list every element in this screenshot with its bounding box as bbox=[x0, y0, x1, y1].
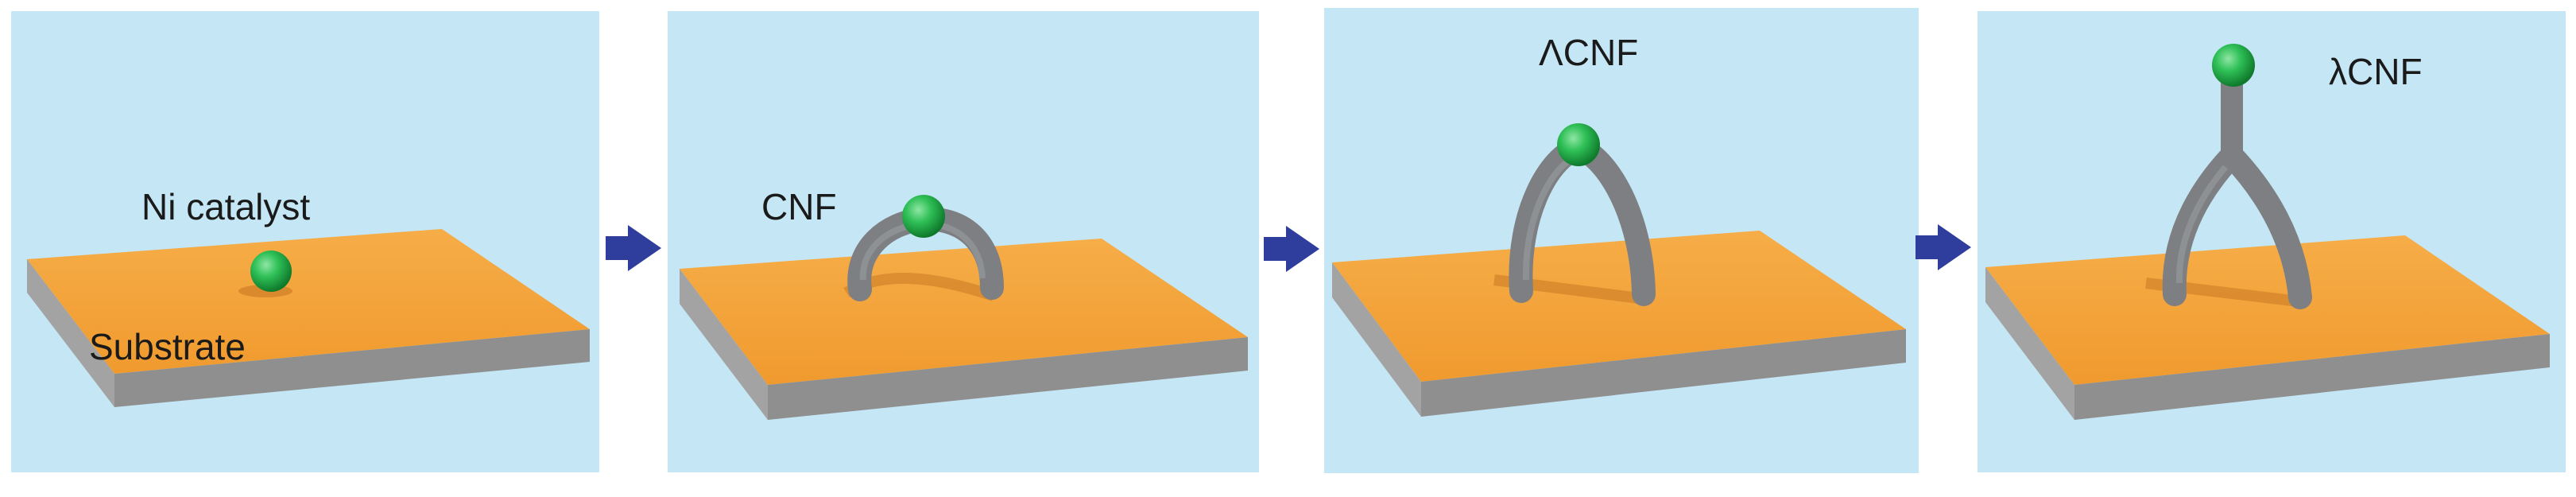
substrate-block bbox=[27, 229, 590, 407]
panel-1: Ni catalyst Substrate bbox=[11, 11, 599, 472]
lambda-cnf-label: ΛCNF bbox=[1539, 32, 1638, 73]
substrate-block bbox=[1332, 231, 1906, 417]
ni-catalyst-particle bbox=[250, 250, 292, 292]
right-arrow-icon bbox=[606, 225, 661, 271]
right-arrow-icon bbox=[1264, 226, 1319, 272]
right-arrow-icon bbox=[1916, 224, 1971, 270]
cnf-label: CNF bbox=[761, 186, 837, 227]
panel-3: ΛCNF bbox=[1324, 8, 1919, 473]
ni-catalyst-label: Ni catalyst bbox=[141, 186, 310, 227]
ni-catalyst-particle bbox=[1557, 123, 1600, 166]
ni-catalyst-particle bbox=[2212, 44, 2255, 87]
panel-2: CNF bbox=[668, 11, 1259, 472]
fiber-highlight bbox=[2175, 165, 2229, 284]
substrate-block bbox=[1985, 235, 2550, 420]
panel-4: λCNF bbox=[1978, 11, 2566, 472]
substrate-label: Substrate bbox=[89, 326, 246, 367]
ni-catalyst-particle bbox=[902, 195, 945, 238]
lambda-small-cnf-label: λCNF bbox=[2329, 51, 2423, 92]
substrate-block bbox=[680, 239, 1248, 420]
